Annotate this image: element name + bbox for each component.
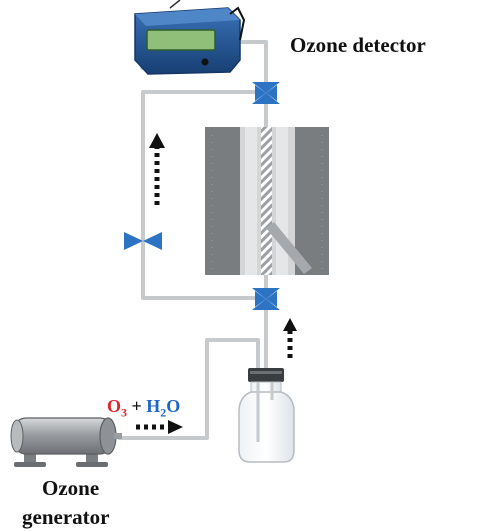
bottle-body xyxy=(238,391,295,463)
formula-plus: + xyxy=(131,396,142,416)
detector-top-face xyxy=(135,8,240,26)
tube-bypass-loop xyxy=(141,90,255,300)
bottle-cap-ridge xyxy=(250,371,282,374)
generator-front-cap xyxy=(10,419,24,453)
generator-body xyxy=(13,417,113,455)
detector-screen xyxy=(146,29,216,51)
flow-arrow-bottle-up xyxy=(283,318,297,358)
valve-bypass xyxy=(124,232,162,250)
water-bottle xyxy=(238,368,295,463)
chamber-strip-left xyxy=(245,127,257,275)
tube-generator-to-bottle xyxy=(118,338,260,440)
formula-water-o: O xyxy=(166,396,181,416)
generator-outlet xyxy=(114,433,122,439)
formula-water: H2O xyxy=(146,396,181,420)
generator-foot-left xyxy=(14,462,46,467)
ozone-generator-label-line2: generator xyxy=(22,505,110,529)
ozone-detector xyxy=(134,0,246,75)
bottle-cap xyxy=(248,368,284,382)
detector-knob xyxy=(201,58,209,66)
tube-detector-top xyxy=(234,40,268,82)
formula-ozone: O3 xyxy=(107,396,127,420)
formula-water-h: H xyxy=(146,396,161,416)
formula-ozone-symbol: O xyxy=(107,396,122,416)
reaction-chamber xyxy=(205,127,329,275)
tubing xyxy=(118,40,268,440)
detector-cable xyxy=(169,0,181,9)
valve-bottom xyxy=(252,288,280,310)
formula-ozone-subscript: 3 xyxy=(121,405,128,420)
ozone-generator-label-line1: Ozone xyxy=(42,476,100,500)
flow-arrow-generator-right xyxy=(136,420,183,434)
detector-clip xyxy=(229,6,246,41)
chamber-angled-sample xyxy=(266,222,312,274)
ozone-detector-label: Ozone detector xyxy=(290,33,426,57)
generator-foot-right xyxy=(76,462,108,467)
generator-end-cap xyxy=(99,417,117,455)
flow-arrow-bypass-up xyxy=(149,133,165,205)
ozone-generator xyxy=(10,417,122,467)
chamber-hatched-tube xyxy=(261,127,272,275)
valve-top xyxy=(252,82,280,104)
chamber-strip-right xyxy=(276,127,288,275)
bottle-neck xyxy=(250,381,282,393)
gas-mixture-formula: O3 + H2O xyxy=(107,396,180,421)
formula-water-subscript: 2 xyxy=(160,405,167,420)
